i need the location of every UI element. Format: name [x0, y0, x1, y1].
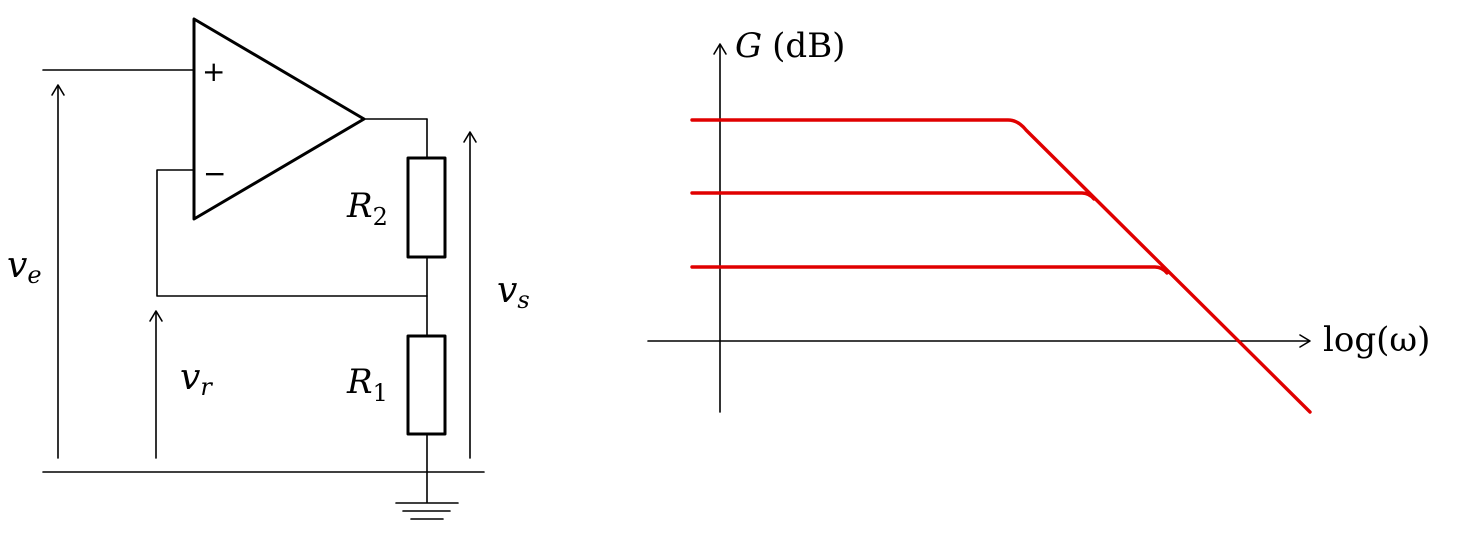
feedback-wire [156, 169, 428, 297]
x-axis-label: log(ω) [1323, 320, 1430, 360]
gain-curve-2 [690, 191, 1096, 201]
minus-sign: − [203, 157, 226, 190]
ground-symbol [395, 502, 459, 520]
bode-plot: G(dB) log(ω) [647, 26, 1430, 414]
vs-arrow [463, 131, 477, 459]
r1-label: R1 [346, 362, 388, 407]
circuit-diagram: + − ve [7, 17, 530, 520]
y-axis-label: G(dB) [735, 26, 845, 66]
resistor-r1 [406, 334, 447, 436]
vr-arrow [149, 310, 163, 459]
vr-label: vr [180, 357, 213, 401]
ve-arrow [51, 84, 65, 459]
x-axis-arrowhead [1299, 334, 1311, 348]
ve-label: ve [7, 245, 42, 289]
gain-curve-3 [690, 265, 1169, 275]
plus-sign: + [202, 55, 225, 88]
gain-curve-1 [690, 118, 1312, 414]
op-amp-triangle [192, 17, 366, 221]
resistor-r2 [406, 156, 447, 259]
r2-label: R2 [346, 186, 388, 231]
vs-label: vs [497, 270, 530, 314]
y-axis-arrowhead [713, 43, 727, 55]
